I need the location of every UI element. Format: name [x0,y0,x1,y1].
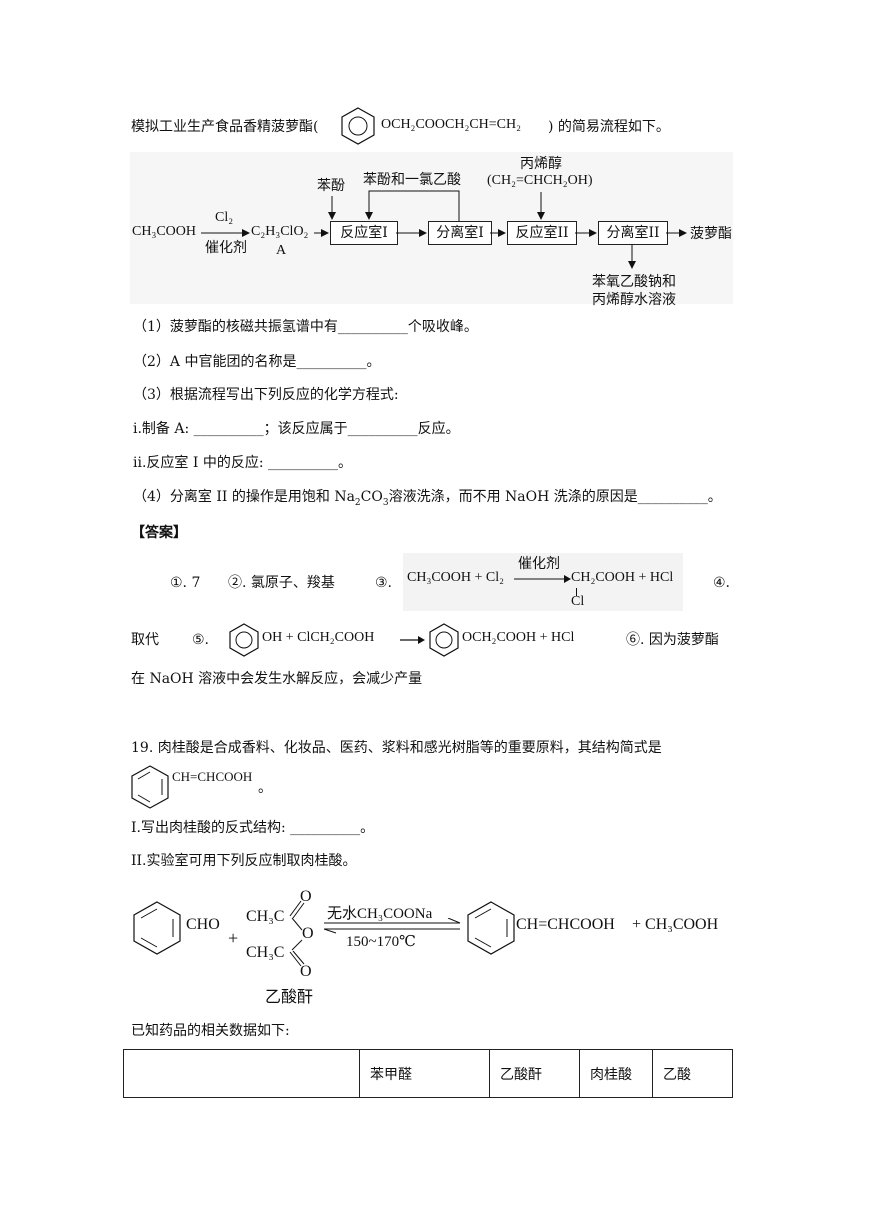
benzene-ring-icon [131,765,169,809]
rxn-plus-acetic: + CH₃COOH [632,916,719,933]
flow-box-reaction-1: 反应室I [330,221,398,245]
eq3-condition: 催化剂 [518,556,560,572]
flow-arrows [201,190,687,269]
rxn-anhydride-ch3-top: CH₃C [246,908,285,925]
flow-recycle-label: 苯酚和一氯乙酸 [363,172,461,188]
q18-question-1: （1）菠萝酯的核磁共振氢谱中有__________个吸收峰。 [133,319,478,335]
flow-reagent-bottom: 催化剂 [205,240,247,256]
benzene-ring-icon [429,623,459,657]
flow-final: 菠萝酯 [690,226,732,242]
rxn-anhydride-o-top: O [300,888,312,905]
q19-question-I: I.写出肉桂酸的反式结构: __________。 [131,820,375,836]
answer-3-marker: ③. [375,575,393,591]
eq3-left: CH₃COOH + Cl₂ [407,570,505,585]
eq3-background [403,553,683,611]
table-header-cell: 肉桂酸 [579,1049,653,1098]
rxn-anhydride-name: 乙酸酐 [265,987,314,1006]
data-table: 苯甲醛 乙酸酐 肉桂酸 乙酸 [123,1049,733,1098]
eq5-left: OH + ClCH₂COOH [262,630,375,645]
eq3-right: CH₂COOH + HCl [571,570,674,585]
eq3-arrow [514,575,571,583]
rxn-condition-bottom: 150~170℃ [346,934,416,950]
table-header-row: 苯甲醛 乙酸酐 肉桂酸 乙酸 [123,1049,733,1098]
flow-box-reaction-2: 反应室II [507,221,577,245]
benzene-ring-icon [133,901,181,955]
answer-6-cont: 在 NaOH 溶液中会发生水解反应，会减少产量 [131,671,423,687]
rxn-condition-top: 无水CH₃COONa [327,906,433,922]
answer-heading: 【答案】 [131,525,187,541]
rxn-anhydride-o-bot: O [300,963,312,980]
flow-byproduct-1: 苯氧乙酸钠和 [592,274,676,290]
q19-question-II: II.实验室可用下列反应制取肉桂酸。 [131,853,357,869]
flow-byproduct-2: 丙烯醇水溶液 [592,292,676,308]
q18-question-2: （2）A 中官能团的名称是__________。 [133,354,381,370]
flow-reagent-top: Cl₂ [215,210,234,225]
q19-struct-label: CH=CHCOOH [172,769,253,784]
eq5-right: OCH₂COOH + HCl [462,630,575,645]
benzene-ring-icon [229,623,259,657]
answer-4-marker: ④. [713,575,731,591]
flow-phenol: 苯酚 [317,178,345,194]
q18-question-3: （3）根据流程写出下列反应的化学方程式: [133,387,399,403]
q18-intro-after: ) 的简易流程如下。 [548,119,670,135]
table-header-cell: 苯甲醛 [359,1049,490,1098]
flow-allyl-formula: (CH₂=CHCH₂OH) [487,173,593,188]
q18-question-3i: i.制备 A: __________；该反应属于__________反应。 [133,421,460,437]
rxn-equilibrium-arrow [323,918,461,934]
rxn-product: CH=CHCOOH [516,916,615,933]
flow-label-a: A [276,243,287,258]
rxn-plus: + [228,928,239,948]
q18-question-3ii: ii.反应室 I 中的反应: __________。 [133,455,353,471]
answer-1: ①. 7 [170,575,201,591]
flow-allyl-name: 丙烯醇 [520,156,562,172]
benzene-ring-icon [341,107,375,145]
benzene-ring-icon [467,901,515,955]
anhydride-bonds [289,900,305,967]
flow-start: CH₃COOH [132,224,196,239]
rxn-anhydride-o-mid: O [302,925,314,942]
eq5-arrow [400,636,425,644]
flow-product-a: C₂H₃ClO₂ [251,224,309,239]
q18-question-4: （4）分离室 II 的操作是用饱和 Na2CO3溶液洗涤，而不用 NaOH 洗涤… [133,489,722,508]
eq3-cl: Cl [571,594,585,609]
answer-5-marker: ⑤. [192,632,210,648]
rxn-anhydride-ch3-bot: CH₃C [246,944,285,961]
table-header-cell [123,1049,360,1098]
q18-intro-formula: OCH₂COOCH₂CH=CH₂ [381,117,521,132]
table-header-cell: 乙酸酐 [489,1049,580,1098]
q19-intro: 19. 肉桂酸是合成香料、化妆品、医药、浆料和感光树脂等的重要原料，其结构简式是 [131,740,662,756]
answer-6: ⑥. 因为菠萝酯 [626,632,719,648]
eq3-bond [576,588,577,596]
rxn-cho: CHO [186,916,220,933]
q19-data-intro: 已知药品的相关数据如下: [131,1023,290,1039]
answer-2: ②. 氯原子、羧基 [228,575,335,591]
table-header-cell: 乙酸 [652,1049,733,1098]
answer-4: 取代 [131,632,159,648]
q19-struct-end: 。 [258,780,272,796]
flow-box-separation-2: 分离室II [598,221,668,245]
flow-box-separation-1: 分离室I [428,221,492,245]
q18-intro-before: 模拟工业生产食品香精菠萝酯( [131,119,319,135]
